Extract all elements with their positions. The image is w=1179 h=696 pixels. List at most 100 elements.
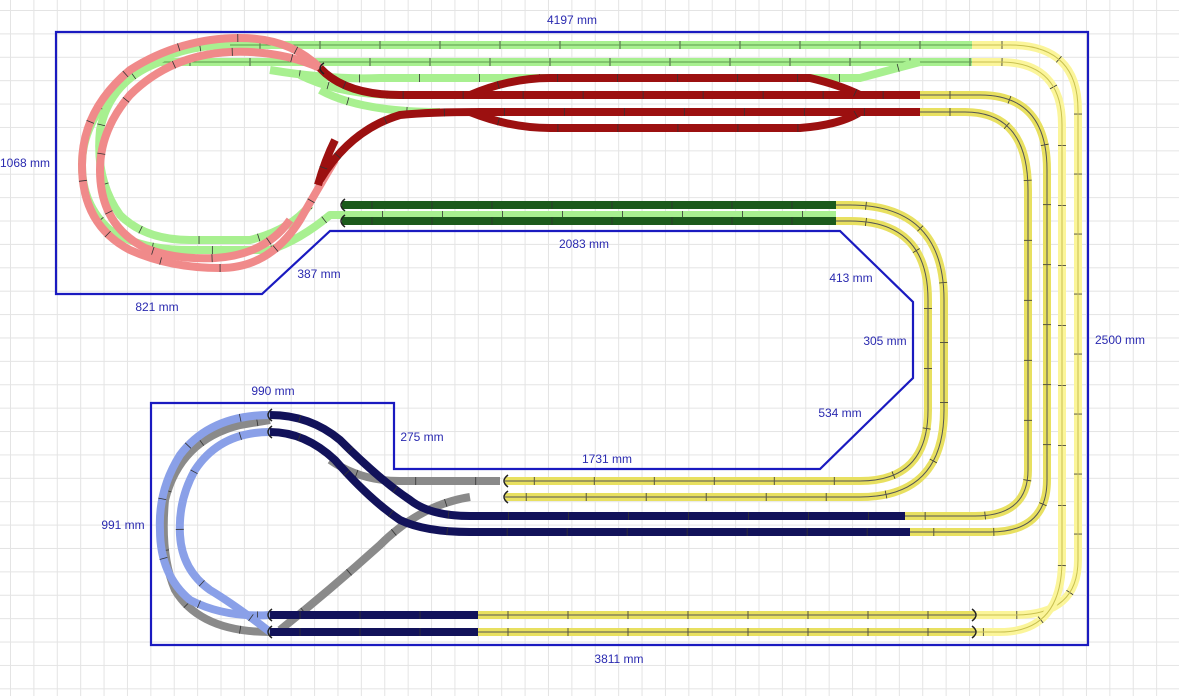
dim-lower-block-top: 990 mm bbox=[251, 384, 294, 398]
bumper-icon bbox=[319, 62, 325, 75]
dimension-labels: 4197 mm 1068 mm 821 mm 387 mm 2083 mm 41… bbox=[0, 13, 1145, 666]
track-joint-mark bbox=[86, 120, 95, 124]
dim-inner-bottom: 1731 mm bbox=[582, 452, 632, 466]
track-joint-mark bbox=[78, 179, 87, 182]
track-joint-mark bbox=[238, 432, 242, 440]
track-joint-mark bbox=[392, 485, 398, 493]
track-joint-mark bbox=[390, 529, 397, 536]
track-blue-loop-inner[interactable] bbox=[175, 428, 273, 636]
track-joint-mark bbox=[896, 63, 900, 72]
track-joint-mark bbox=[97, 152, 106, 155]
track-joint-mark bbox=[105, 210, 113, 215]
track-joint-mark bbox=[497, 117, 500, 126]
bumper-icon bbox=[267, 408, 273, 422]
dim-bottom-left-upper: 821 mm bbox=[135, 300, 178, 314]
track-joint-mark bbox=[346, 446, 354, 454]
bumper-icon bbox=[340, 214, 346, 228]
track-joint-mark bbox=[321, 216, 327, 224]
track-yellow-inner-curve-2[interactable] bbox=[505, 217, 932, 485]
track-joint-mark bbox=[197, 600, 201, 609]
track-joint-mark bbox=[159, 556, 168, 560]
dim-diag-upper: 387 mm bbox=[297, 267, 340, 281]
track-joint-mark bbox=[334, 152, 341, 159]
track-joint-mark bbox=[383, 116, 388, 125]
track-joint-mark bbox=[248, 614, 254, 622]
track-yellow-inner-curve-edge bbox=[505, 204, 945, 498]
track-yellow-outer-loop-2-edge bbox=[972, 61, 1063, 633]
track-joint-mark bbox=[346, 97, 350, 106]
track-joint-mark bbox=[319, 165, 328, 170]
track-navy-2[interactable] bbox=[269, 428, 910, 536]
track-joint-mark bbox=[298, 414, 302, 423]
track-joint-mark bbox=[266, 237, 272, 245]
track-joint-mark bbox=[447, 510, 450, 519]
bumper-icon bbox=[503, 490, 509, 504]
bumper-icon bbox=[971, 625, 977, 639]
track-pink-loop-outer[interactable] bbox=[78, 34, 339, 272]
track-joint-mark bbox=[290, 54, 294, 63]
track-joint-mark bbox=[104, 230, 111, 238]
track-pink-loop-inner[interactable] bbox=[96, 47, 322, 263]
track-joint-mark bbox=[239, 625, 242, 634]
track-joint-mark bbox=[346, 569, 353, 576]
track-joint-mark bbox=[198, 580, 205, 587]
track-red-lower[interactable] bbox=[316, 108, 920, 183]
dim-lower-block-step: 275 mm bbox=[400, 430, 443, 444]
track-joint-mark bbox=[496, 81, 500, 90]
bumper-icon bbox=[971, 608, 977, 622]
track-joint-mark bbox=[159, 256, 163, 265]
track-joint-mark bbox=[238, 413, 242, 422]
bumper-icon bbox=[340, 198, 346, 212]
dim-bottom-width: 3811 mm bbox=[594, 652, 643, 666]
track-red-diag[interactable] bbox=[314, 138, 339, 187]
track-joint-mark bbox=[342, 81, 347, 89]
track-yellow-inner-curve-2-edge bbox=[505, 220, 929, 482]
dim-inner-top: 2083 mm bbox=[559, 237, 609, 251]
track-yellow-mid-loop-2-edge bbox=[905, 111, 1029, 517]
track-joint-mark bbox=[307, 198, 315, 204]
track-joint-mark bbox=[354, 469, 359, 478]
room-wall-outer bbox=[54, 30, 1090, 647]
dim-top-width: 4197 mm bbox=[547, 13, 597, 27]
track-joint-mark bbox=[97, 123, 106, 127]
track-joint-mark bbox=[297, 433, 302, 442]
track-joint-mark bbox=[293, 46, 299, 55]
track-joint-mark bbox=[388, 510, 394, 517]
track-layer bbox=[78, 34, 1082, 639]
track-joint-mark bbox=[853, 110, 859, 119]
track-red-mid[interactable] bbox=[468, 74, 862, 99]
track-joint-mark bbox=[184, 442, 192, 449]
track-joint-mark bbox=[446, 527, 448, 536]
bumper-icon bbox=[267, 425, 273, 439]
track-yellow-mid-loop-2[interactable] bbox=[905, 108, 1032, 520]
track-joint-mark bbox=[151, 246, 155, 255]
track-joint-mark bbox=[257, 233, 261, 242]
track-blue-loop-outer[interactable] bbox=[155, 411, 271, 620]
dim-diag-right-bottom: 534 mm bbox=[818, 406, 861, 420]
bumper-icon bbox=[503, 474, 509, 488]
track-joint-mark bbox=[177, 43, 181, 52]
track-joint-mark bbox=[198, 438, 205, 446]
dim-right-inner: 305 mm bbox=[863, 334, 906, 348]
track-joint-mark bbox=[138, 225, 143, 234]
dim-left-height: 1068 mm bbox=[0, 156, 50, 170]
track-joint-mark bbox=[122, 70, 129, 78]
dim-diag-right-top: 413 mm bbox=[829, 271, 872, 285]
track-joint-mark bbox=[272, 245, 279, 252]
track-red-main[interactable] bbox=[317, 65, 920, 99]
track-navy-1[interactable] bbox=[269, 411, 905, 520]
track-joint-mark bbox=[444, 499, 448, 507]
bumper-icon bbox=[267, 608, 273, 622]
track-bumpers bbox=[267, 62, 977, 639]
bumper-icon bbox=[267, 625, 273, 639]
track-joint-mark bbox=[326, 81, 330, 90]
track-joint-mark bbox=[853, 88, 858, 97]
track-joint-mark bbox=[171, 60, 176, 69]
track-red-siding[interactable] bbox=[468, 108, 863, 132]
track-yellow-mid-loop-edge bbox=[910, 94, 1048, 533]
track-gray-cross[interactable] bbox=[277, 493, 471, 634]
track-green-left-loop-2[interactable] bbox=[95, 58, 314, 244]
room-outline bbox=[54, 30, 1090, 647]
dim-lower-block-left: 991 mm bbox=[101, 518, 144, 532]
